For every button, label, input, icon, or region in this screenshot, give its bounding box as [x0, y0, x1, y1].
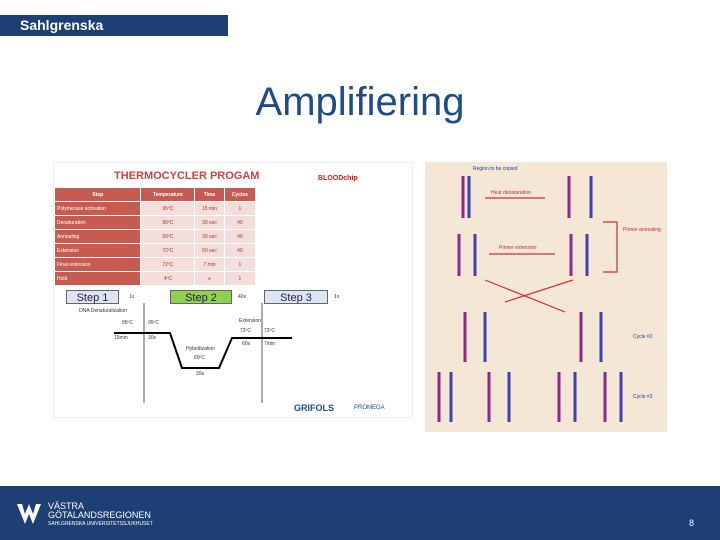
table-header: Time	[194, 187, 225, 202]
thermocycler-panel: THERMOCYCLER PROGAM BLOODchip Step Tempe…	[53, 162, 413, 418]
temperature-profile	[114, 303, 292, 403]
label-95-a: 95ºC	[122, 320, 133, 326]
vgr-logo-icon	[17, 504, 41, 524]
step-2-count: 40x	[238, 294, 247, 300]
pcr-strands	[437, 176, 623, 422]
label-15min: 15min	[114, 335, 128, 341]
footer-logo-text: VÄSTRA GÖTALANDSREGIONEN SAHLGRENSKA UNI…	[48, 502, 153, 529]
label-primer-extension: Primer extension	[499, 245, 537, 251]
thermocycler-table: Step Temperature Time Cycles Polymerase …	[53, 187, 257, 286]
label-cycle-3: Cycle #3	[633, 394, 653, 400]
header-bar: Sahlgrenska Universitetssjukhuset	[0, 15, 228, 54]
label-7min: 7min	[264, 341, 275, 347]
promega-logo: PROMEGA	[354, 405, 385, 411]
label-60: 60ºC	[194, 355, 205, 361]
footer-line-1: VÄSTRA	[48, 501, 85, 511]
step-2-box: Step 2	[170, 290, 232, 304]
step-1-box: Step 1	[66, 290, 119, 304]
label-60s: 60s	[242, 341, 251, 347]
label-95-b: 95ºC	[148, 320, 159, 326]
page-number: 8	[688, 518, 694, 528]
label-72-a: 72ºC	[240, 328, 251, 334]
bloodchip-logo: BLOODchip	[318, 175, 358, 182]
step-3-box: Step 3	[264, 290, 328, 304]
step-1-count: 1x	[129, 294, 135, 300]
step-3-count: 1x	[334, 294, 340, 300]
footer-line-3: SAHLGRENSKA UNIVERSITETSSJUKHUSET	[48, 521, 153, 527]
table-header: Cycles	[223, 187, 257, 202]
thermocycler-title: THERMOCYCLER PROGAM	[114, 170, 260, 182]
label-72-b: 72ºC	[264, 328, 275, 334]
pcr-cycle-diagram: Region to be copied Heat denaturation Pr…	[425, 162, 667, 432]
grifols-logo: GRIFOLS	[294, 403, 334, 413]
label-heat-denaturation: Heat denaturation	[491, 190, 531, 196]
table-header: Temperature	[140, 187, 196, 202]
label-hybridization: Hybridization	[186, 346, 215, 352]
label-30s-a: 30s	[148, 335, 157, 341]
table-header: Step	[53, 187, 142, 202]
footer-line-2: GÖTALANDSREGIONEN	[48, 510, 151, 520]
label-30s-b: 30s	[196, 371, 205, 377]
label-dna-denaturation: DNA Denaturalization	[79, 308, 127, 314]
label-region: Region to be copied	[473, 166, 518, 172]
label-cycle-2: Cycle #2	[633, 334, 653, 340]
footer-bar	[0, 486, 720, 540]
label-extension: Extension	[239, 318, 261, 324]
header-org: Sahlgrenska Universitetssjukhuset	[20, 17, 166, 54]
label-primer-annealing: Primer annealing	[623, 227, 661, 233]
slide-title: Amplifiering	[255, 80, 465, 124]
